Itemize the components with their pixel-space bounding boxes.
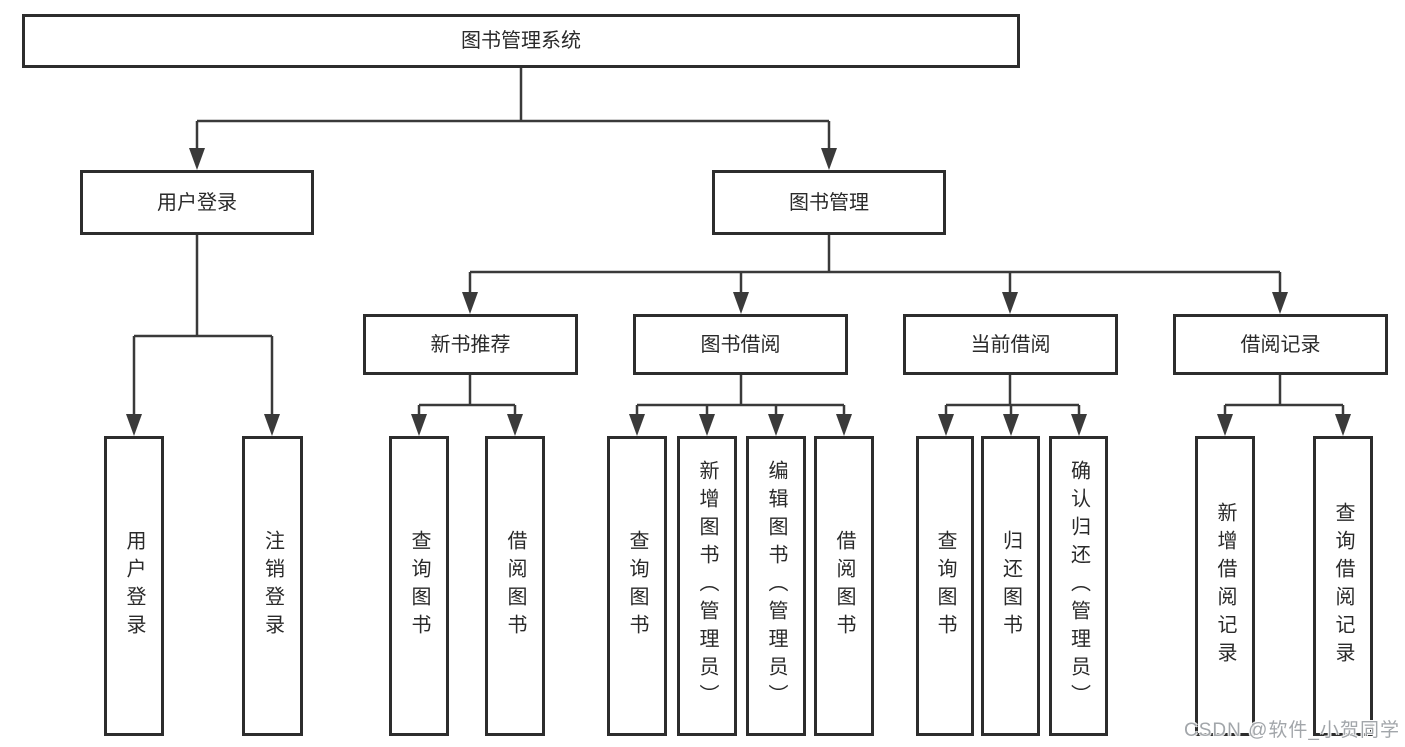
arrowhead-down-icon <box>411 414 427 436</box>
node-borrowing-records: 借阅记录 <box>1173 314 1388 375</box>
node-return-books: 归还图书 <box>981 436 1040 736</box>
node-label-borrow-books: 借阅图书 <box>833 530 855 642</box>
node-label-book-management: 图书管理 <box>789 191 869 214</box>
node-label-return-books: 归还图书 <box>999 530 1022 642</box>
node-label-borrow-query-books: 查询图书 <box>626 530 648 642</box>
arrowhead-down-icon <box>264 414 280 436</box>
arrowhead-down-icon <box>1272 292 1288 314</box>
arrowhead-down-icon <box>189 148 205 170</box>
arrowhead-down-icon <box>699 414 715 436</box>
csdn-watermark: CSDN @软件_小贺同学 <box>1184 720 1400 741</box>
node-edit-books-admin: 编辑图书（管理员） <box>746 436 806 736</box>
node-label-new-book-recommend: 新书推荐 <box>430 333 511 356</box>
node-label-user-login-module: 用户登录 <box>157 191 237 214</box>
node-root: 图书管理系统 <box>22 14 1020 68</box>
node-current-borrowing: 当前借阅 <box>903 314 1118 375</box>
arrowhead-down-icon <box>768 414 784 436</box>
node-current-query-books: 查询图书 <box>916 436 974 736</box>
node-label-user-login-action: 用户登录 <box>123 530 145 642</box>
node-user-login-module: 用户登录 <box>80 170 314 235</box>
node-book-management: 图书管理 <box>712 170 946 235</box>
arrowhead-down-icon <box>629 414 645 436</box>
node-label-edit-books-admin: 编辑图书（管理员） <box>765 460 787 712</box>
arrowhead-down-icon <box>507 414 523 436</box>
arrowhead-down-icon <box>1071 414 1087 436</box>
node-label-current-query-books: 查询图书 <box>934 530 956 642</box>
node-label-book-borrowing: 图书借阅 <box>700 333 781 356</box>
node-borrow-books: 借阅图书 <box>814 436 874 736</box>
node-label-recommend-borrow-books: 借阅图书 <box>504 530 526 642</box>
arrowhead-down-icon <box>938 414 954 436</box>
node-query-borrow-record: 查询借阅记录 <box>1313 436 1373 736</box>
node-recommend-query-books: 查询图书 <box>389 436 449 736</box>
node-label-add-borrow-record: 新增借阅记录 <box>1214 502 1236 670</box>
node-label-logout-action: 注销登录 <box>261 530 284 642</box>
node-label-borrowing-records: 借阅记录 <box>1240 333 1321 356</box>
node-label-root: 图书管理系统 <box>461 30 581 52</box>
arrowhead-down-icon <box>1002 292 1018 314</box>
node-label-add-books-admin: 新增图书（管理员） <box>696 460 718 712</box>
node-user-login-action: 用户登录 <box>104 436 164 736</box>
node-new-book-recommend: 新书推荐 <box>363 314 578 375</box>
arrowhead-down-icon <box>1217 414 1233 436</box>
arrowhead-down-icon <box>1335 414 1351 436</box>
arrowhead-down-icon <box>836 414 852 436</box>
node-label-query-borrow-record: 查询借阅记录 <box>1332 502 1354 670</box>
arrowhead-down-icon <box>462 292 478 314</box>
node-label-current-borrowing: 当前借阅 <box>970 333 1051 356</box>
node-logout-action: 注销登录 <box>242 436 303 736</box>
node-book-borrowing: 图书借阅 <box>633 314 848 375</box>
arrowhead-down-icon <box>733 292 749 314</box>
node-label-confirm-return-admin: 确认归还（管理员） <box>1067 460 1090 712</box>
node-label-recommend-query-books: 查询图书 <box>408 530 430 642</box>
arrowhead-down-icon <box>126 414 142 436</box>
node-recommend-borrow-books: 借阅图书 <box>485 436 545 736</box>
node-borrow-query-books: 查询图书 <box>607 436 667 736</box>
arrowhead-down-icon <box>821 148 837 170</box>
node-add-borrow-record: 新增借阅记录 <box>1195 436 1255 736</box>
arrowhead-down-icon <box>1003 414 1019 436</box>
node-add-books-admin: 新增图书（管理员） <box>677 436 737 736</box>
node-confirm-return-admin: 确认归还（管理员） <box>1049 436 1108 736</box>
